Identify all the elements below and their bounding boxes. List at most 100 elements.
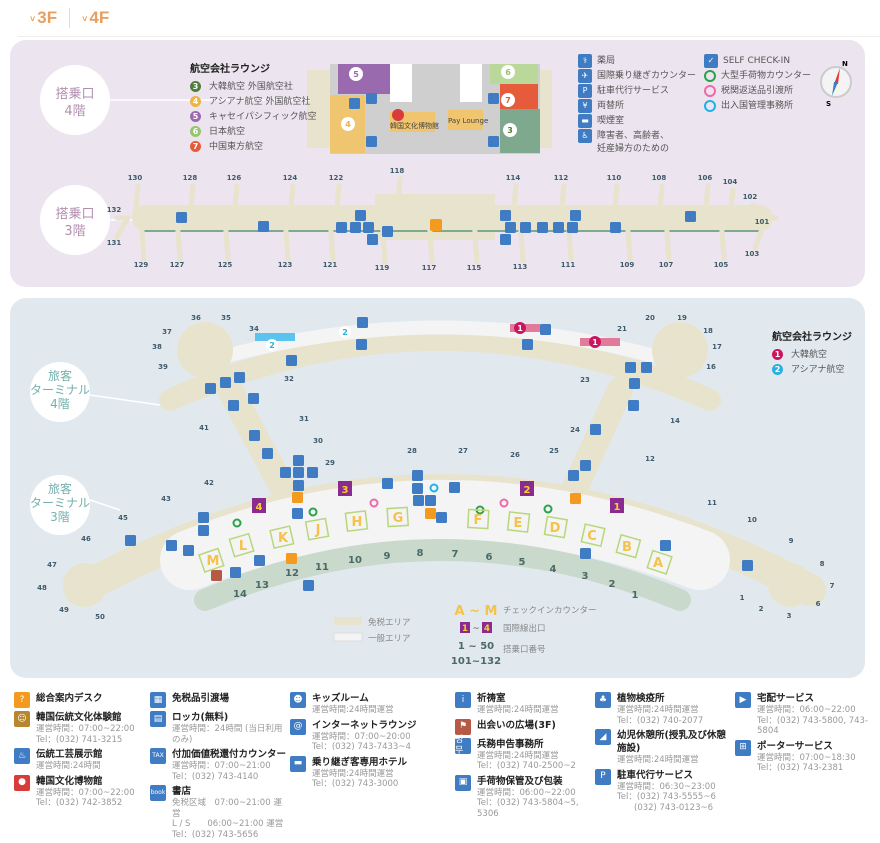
exit-number[interactable]: 2 (524, 485, 531, 496)
self-checkin-icon[interactable] (660, 540, 671, 551)
info-icon[interactable] (349, 98, 360, 109)
bookstore-icon[interactable] (537, 222, 548, 233)
checkin-counter-label[interactable]: E (514, 516, 523, 531)
self-checkin-icon[interactable] (580, 548, 591, 559)
exchange-icon[interactable] (198, 512, 209, 523)
bookstore-icon[interactable] (336, 222, 347, 233)
smoking-icon[interactable] (176, 212, 187, 223)
checkin-counter-label[interactable]: H (352, 515, 363, 530)
exchange-icon[interactable] (553, 222, 564, 233)
prayer-room-icon: i (455, 692, 471, 708)
exchange-icon[interactable] (382, 226, 393, 237)
checkin-counter-label[interactable]: A (653, 556, 663, 571)
military-office-icon[interactable] (425, 495, 436, 506)
smoking-icon[interactable] (628, 400, 639, 411)
meeting-point-icon[interactable] (211, 570, 222, 581)
self-checkin-icon[interactable] (742, 560, 753, 571)
tax-refund-icon[interactable] (412, 470, 423, 481)
locker-icon[interactable] (293, 480, 304, 491)
smoking-icon[interactable] (570, 210, 581, 221)
pharmacy-icon[interactable] (505, 222, 516, 233)
escalator-icon[interactable] (366, 93, 377, 104)
accessibility-icon[interactable] (254, 555, 265, 566)
transfer-icon[interactable] (540, 324, 551, 335)
kids-room-icon[interactable] (629, 378, 640, 389)
delivery-icon[interactable] (198, 525, 209, 536)
checkin-counter-label[interactable]: L (239, 539, 247, 554)
internet-lounge-icon[interactable] (590, 424, 601, 435)
tab-3f[interactable]: ˅3F (30, 8, 58, 27)
nursing-room-icon[interactable] (367, 234, 378, 245)
smoking-icon[interactable] (685, 211, 696, 222)
smoking-icon[interactable] (166, 540, 177, 551)
checkin-counter-label[interactable]: D (550, 521, 561, 536)
info-icon[interactable] (570, 493, 581, 504)
self-checkin-icon[interactable] (230, 567, 241, 578)
internet-lounge-icon[interactable] (220, 377, 231, 388)
smoking-icon[interactable] (248, 393, 259, 404)
nursing-room-icon[interactable] (292, 508, 303, 519)
transfer-icon[interactable] (355, 210, 366, 221)
kids-room-icon[interactable] (568, 470, 579, 481)
transit-hotel-icon[interactable] (205, 383, 216, 394)
smoking-icon[interactable] (258, 221, 269, 232)
kids-room-icon[interactable] (228, 400, 239, 411)
escalator-icon[interactable] (488, 136, 499, 147)
smoking-icon[interactable] (262, 448, 273, 459)
prayer-room-icon[interactable] (356, 339, 367, 350)
checkin-counter-label[interactable]: M (207, 554, 220, 569)
kids-room-icon[interactable] (363, 222, 374, 233)
nursing-room-icon[interactable] (580, 460, 591, 471)
info-icon[interactable] (425, 508, 436, 519)
checkin-counter-label[interactable]: J (315, 523, 321, 538)
prayer-room-icon[interactable] (522, 339, 533, 350)
pharmacy-icon[interactable] (307, 467, 318, 478)
transit-hotel-icon[interactable] (641, 362, 652, 373)
valet-parking-icon[interactable] (303, 580, 314, 591)
checkin-counter-label[interactable]: C (587, 529, 597, 544)
pharmacy-icon[interactable] (413, 495, 424, 506)
nursing-room-icon[interactable] (500, 234, 511, 245)
checkin-counter-label[interactable]: G (393, 511, 404, 526)
escalator-icon[interactable] (366, 136, 377, 147)
nursing-room-icon[interactable] (280, 467, 291, 478)
internet-lounge-icon[interactable] (567, 222, 578, 233)
gate-number: 103 (745, 250, 760, 258)
checkin-counter-label[interactable]: B (622, 540, 632, 555)
exit-number[interactable]: 1 (614, 502, 621, 513)
duty-free-pickup-icon[interactable] (286, 355, 297, 366)
internet-lounge-icon[interactable] (382, 478, 393, 489)
prayer-room-icon[interactable] (234, 372, 245, 383)
transfer-icon[interactable] (500, 210, 511, 221)
smoking-icon[interactable] (610, 222, 621, 233)
info-icon[interactable] (286, 553, 297, 564)
bookstore-icon[interactable] (449, 482, 460, 493)
gate-number: 131 (107, 239, 122, 247)
gate-number: 34 (249, 325, 259, 333)
duty-free-pickup-icon[interactable] (412, 483, 423, 494)
gate-number: 43 (161, 495, 171, 503)
legend-label: 喫煙室 (597, 115, 625, 126)
valet-parking-icon[interactable] (436, 512, 447, 523)
pharmacy-icon[interactable] (350, 222, 361, 233)
kids-room-icon[interactable] (125, 535, 136, 546)
exit-number[interactable]: 3 (342, 485, 349, 496)
baggage-storage-icon[interactable] (183, 545, 194, 556)
exit-number[interactable]: 4 (256, 502, 263, 513)
internet-lounge-icon[interactable] (625, 362, 636, 373)
checkin-counter-label[interactable]: F (474, 513, 483, 528)
info-icon[interactable] (292, 492, 303, 503)
transfer-icon[interactable] (357, 317, 368, 328)
tab-4f[interactable]: ˅4F (82, 8, 110, 27)
info-icon[interactable] (430, 219, 442, 231)
kids-room-icon[interactable] (293, 467, 304, 478)
kids-room-icon[interactable] (520, 222, 531, 233)
checkin-counter-label[interactable]: K (278, 531, 289, 546)
internet-lounge-icon[interactable] (249, 430, 260, 441)
gate-number: 13 (255, 580, 269, 591)
exchange-icon[interactable] (293, 455, 304, 466)
escalator-icon[interactable] (488, 93, 499, 104)
